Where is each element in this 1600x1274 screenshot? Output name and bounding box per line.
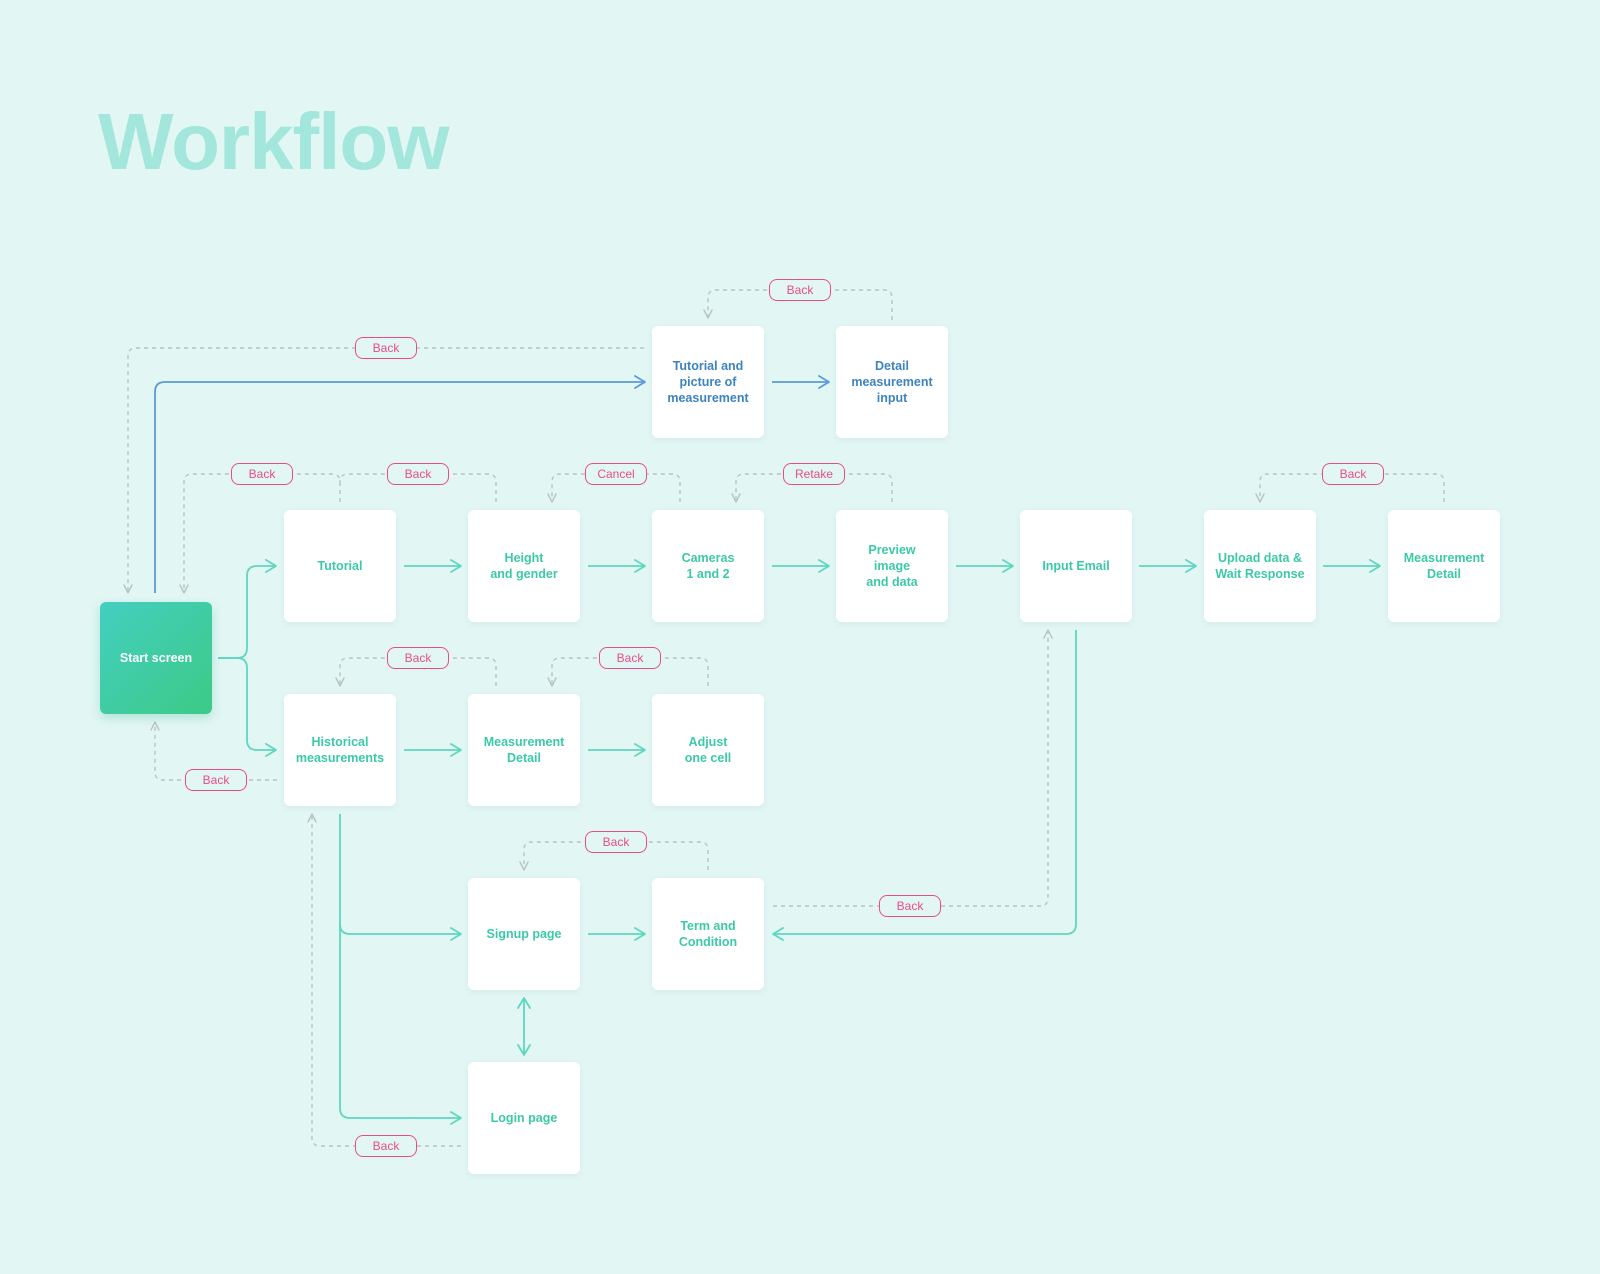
edge-start-to-tutorial-picture: [154, 375, 646, 593]
back-measurement-to-upload: [1255, 473, 1445, 503]
node-historical-measurement-detail[interactable]: Measurement Detail: [468, 694, 580, 806]
back-label: Back: [769, 279, 831, 301]
back-terms-to-email: [773, 629, 1053, 907]
back-label: Back: [355, 337, 417, 359]
back-label: Back: [355, 1135, 417, 1157]
back-label: Back: [231, 463, 293, 485]
back-label: Back: [185, 769, 247, 791]
node-measurement-detail[interactable]: Measurement Detail: [1388, 510, 1500, 622]
node-height-and-gender[interactable]: Height and gender: [468, 510, 580, 622]
edge-historical-to-login: [339, 924, 462, 1125]
node-cameras[interactable]: Cameras 1 and 2: [652, 510, 764, 622]
back-label: Back: [599, 647, 661, 669]
cancel-label: Cancel: [585, 463, 647, 485]
node-tutorial-picture-of-measurement[interactable]: Tutorial and picture of measurement: [652, 326, 764, 438]
node-signup-page[interactable]: Signup page: [468, 878, 580, 990]
node-input-email[interactable]: Input Email: [1020, 510, 1132, 622]
edge-start-to-tutorial: [218, 559, 277, 659]
node-start-screen[interactable]: Start screen: [100, 602, 212, 714]
back-label: Back: [387, 463, 449, 485]
back-height-to-tutorial: [339, 473, 497, 502]
back-label: Back: [1322, 463, 1384, 485]
edge-historical-to-signup: [339, 814, 462, 941]
back-label: Back: [387, 647, 449, 669]
back-login-to-historical: [307, 813, 461, 1147]
edge-start-to-historical: [218, 657, 277, 757]
node-historical-measurements[interactable]: Historical measurements: [284, 694, 396, 806]
back-label: Back: [879, 895, 941, 917]
back-tutorial-picture-to-start: [123, 347, 644, 594]
node-adjust-one-cell[interactable]: Adjust one cell: [652, 694, 764, 806]
back-label: Back: [585, 831, 647, 853]
node-term-and-condition[interactable]: Term and Condition: [652, 878, 764, 990]
node-preview-image-and-data[interactable]: Preview image and data: [836, 510, 948, 622]
edge-email-to-terms: [772, 630, 1077, 941]
retake-label: Retake: [783, 463, 845, 485]
page-title: Workflow: [98, 97, 450, 186]
back-detail-to-tutorial-picture: [703, 289, 893, 320]
back-historical-to-start: [150, 721, 277, 781]
node-detail-measurement-input[interactable]: Detail measurement input: [836, 326, 948, 438]
node-upload-data[interactable]: Upload data & Wait Response: [1204, 510, 1316, 622]
back-terms-to-signup: [519, 841, 709, 871]
node-tutorial[interactable]: Tutorial: [284, 510, 396, 622]
node-login-page[interactable]: Login page: [468, 1062, 580, 1174]
